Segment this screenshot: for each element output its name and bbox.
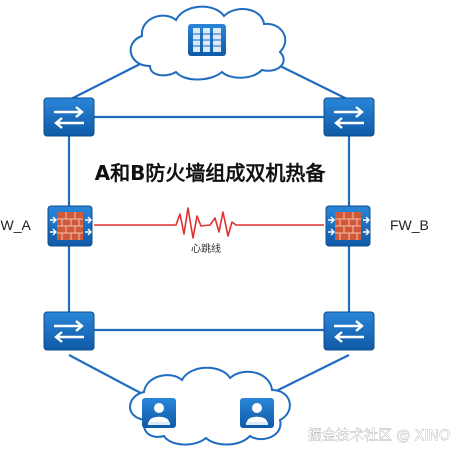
heartbeat-line xyxy=(94,207,324,239)
network-links xyxy=(67,59,351,399)
firewall-icon xyxy=(47,205,93,247)
diagram-title: A和B防火墙组成双机热备 xyxy=(95,161,327,185)
pc-user-icon xyxy=(142,398,176,428)
firewall-b-label: FW_B xyxy=(390,217,429,233)
watermark: 掘金技术社区 @ XINO xyxy=(308,428,450,444)
heartbeat-label: 心跳线 xyxy=(191,242,221,255)
bottom-cloud xyxy=(129,366,291,446)
switch-icon xyxy=(323,97,375,137)
top-cloud xyxy=(129,5,287,81)
pc-user-icon xyxy=(240,398,274,428)
firewall-icon xyxy=(325,205,371,247)
switch-top-left xyxy=(43,97,95,137)
server-icon xyxy=(188,24,226,56)
switch-bottom-right xyxy=(323,311,375,351)
switch-top-right xyxy=(323,97,375,137)
firewall-a xyxy=(47,205,93,247)
switch-icon xyxy=(323,311,375,351)
firewall-b xyxy=(325,205,371,247)
switch-icon xyxy=(43,311,95,351)
firewall-a-label: FW_A xyxy=(0,217,32,233)
switch-bottom-left xyxy=(43,311,95,351)
switch-icon xyxy=(43,97,95,137)
